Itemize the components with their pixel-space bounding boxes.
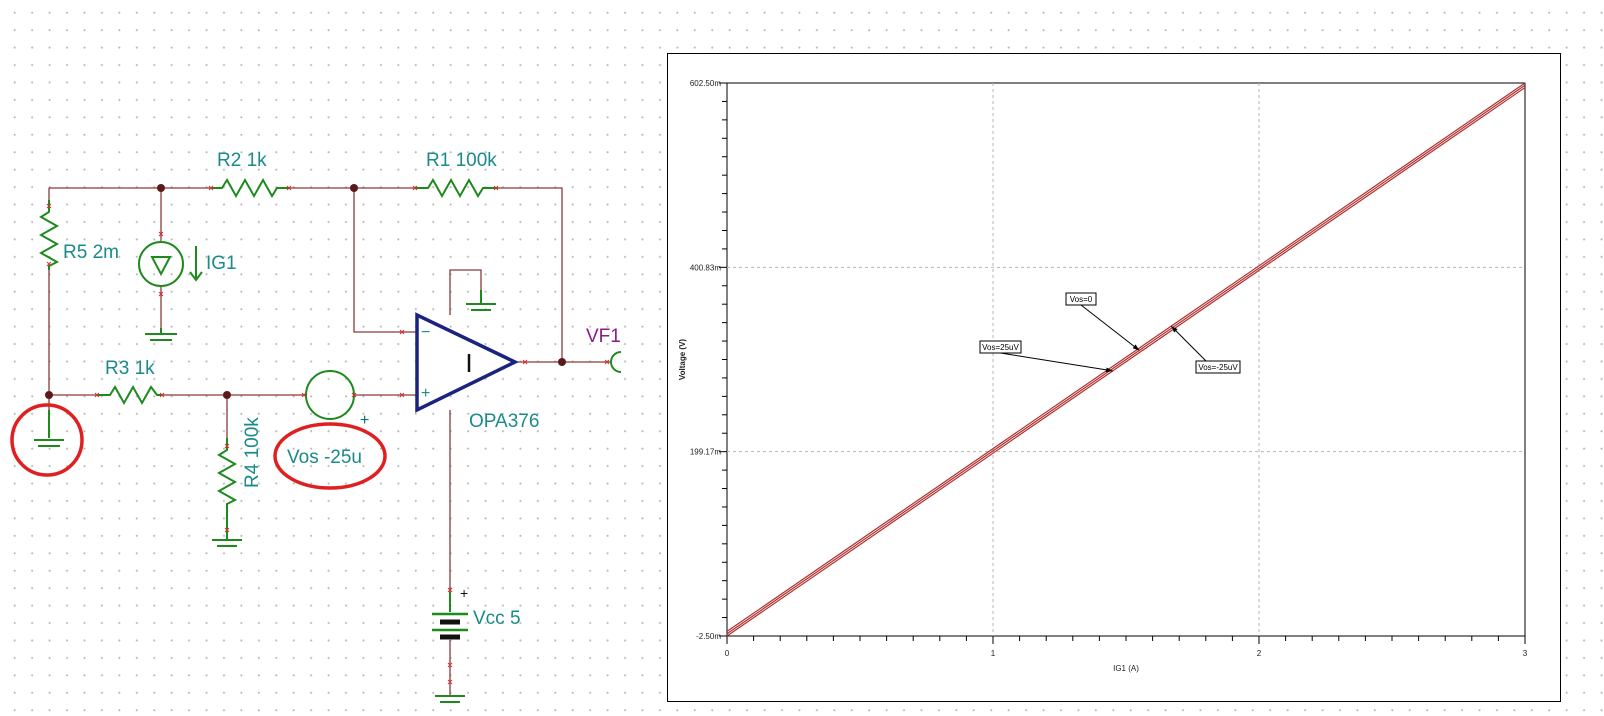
wire-inverting-feedback — [353, 188, 417, 333]
vcc-plus-sign: + — [460, 585, 468, 601]
battery-vcc-symbol[interactable] — [432, 592, 468, 640]
opamp-minus-sign: − — [421, 324, 430, 341]
resistor-r3-symbol[interactable] — [97, 384, 162, 406]
series-line[interactable] — [726, 87, 1526, 637]
opamp-plus-sign: + — [421, 385, 430, 402]
annotation-arrow — [1000, 352, 1113, 372]
label-r5: R5 2m — [63, 242, 119, 263]
x-tick-label: 3 — [1523, 649, 1528, 658]
wires — [48, 187, 612, 696]
resistor-r4-symbol[interactable] — [216, 438, 238, 540]
ground-symbol-r4 — [212, 539, 242, 547]
annotation-label: Vos=-25uV — [1198, 363, 1238, 372]
y-tick-label: 199.17m — [690, 448, 721, 457]
x-tick-label: 0 — [725, 649, 730, 658]
annotation-box — [1195, 360, 1241, 374]
ground-symbol-opamp — [466, 290, 496, 311]
wire-opamp-gnd — [449, 269, 482, 315]
x-tick-label: 1 — [991, 649, 996, 658]
annotation-label: Vos=0 — [1070, 295, 1093, 304]
highlight-ground-circle — [10, 403, 84, 477]
label-r4: R4 100k — [242, 417, 263, 488]
current-source-ig1[interactable] — [138, 241, 203, 287]
x-axis-title: IG1 (A) — [1113, 664, 1139, 673]
ground-symbol-ig1 — [145, 328, 177, 341]
voltage-source-vos[interactable] — [305, 370, 355, 420]
highlight-vos-ellipse — [273, 422, 387, 490]
junction-node — [558, 358, 566, 366]
series-line[interactable] — [726, 82, 1526, 632]
annotation-arrowhead — [1171, 326, 1178, 333]
wire-r1-to-output — [498, 187, 563, 362]
junction-node — [350, 184, 358, 192]
label-vcc: Vcc 5 — [473, 608, 521, 629]
annotation-arrowhead — [1132, 344, 1140, 351]
y-tick-label: -2.50m — [696, 632, 721, 641]
annotation-label: Vos=25uV — [982, 343, 1019, 352]
probe-vf1-symbol[interactable] — [610, 351, 622, 373]
y-tick-label: 602.50m — [690, 79, 721, 88]
junction-node — [45, 391, 53, 399]
label-r3: R3 1k — [105, 358, 155, 379]
junction-node — [223, 391, 231, 399]
schematic-diagram: R2 1k R1 100k R5 2m IG1 R3 1k Vos -25u +… — [10, 150, 622, 703]
y-axis-title: Voltage (V) — [678, 339, 687, 381]
series-line[interactable] — [726, 84, 1526, 635]
y-tick-label: 400.83m — [690, 263, 721, 272]
vos-plus-sign: + — [360, 412, 369, 429]
ground-symbol-vcc — [435, 695, 465, 703]
label-opamp: OPA376 — [469, 411, 539, 432]
ground-symbol-left — [34, 410, 64, 447]
pin-markers — [46, 185, 610, 685]
resistor-r2-symbol[interactable] — [210, 177, 290, 199]
label-vf1: VF1 — [586, 326, 621, 347]
junction-node — [157, 184, 165, 192]
label-r1: R1 100k — [426, 150, 497, 171]
resistor-r1-symbol[interactable] — [415, 177, 498, 199]
annotation-box — [1065, 292, 1097, 306]
opamp-opa376-symbol[interactable] — [415, 312, 520, 413]
resistor-r5-symbol[interactable] — [38, 200, 60, 270]
annotation-arrowhead — [1105, 367, 1113, 373]
annotation-arrow — [1080, 304, 1140, 351]
label-ig1: IG1 — [206, 253, 237, 274]
x-tick-label: 2 — [1257, 649, 1262, 658]
label-vos: Vos -25u — [287, 447, 362, 468]
label-r2: R2 1k — [217, 150, 267, 171]
annotation-box — [979, 340, 1022, 354]
